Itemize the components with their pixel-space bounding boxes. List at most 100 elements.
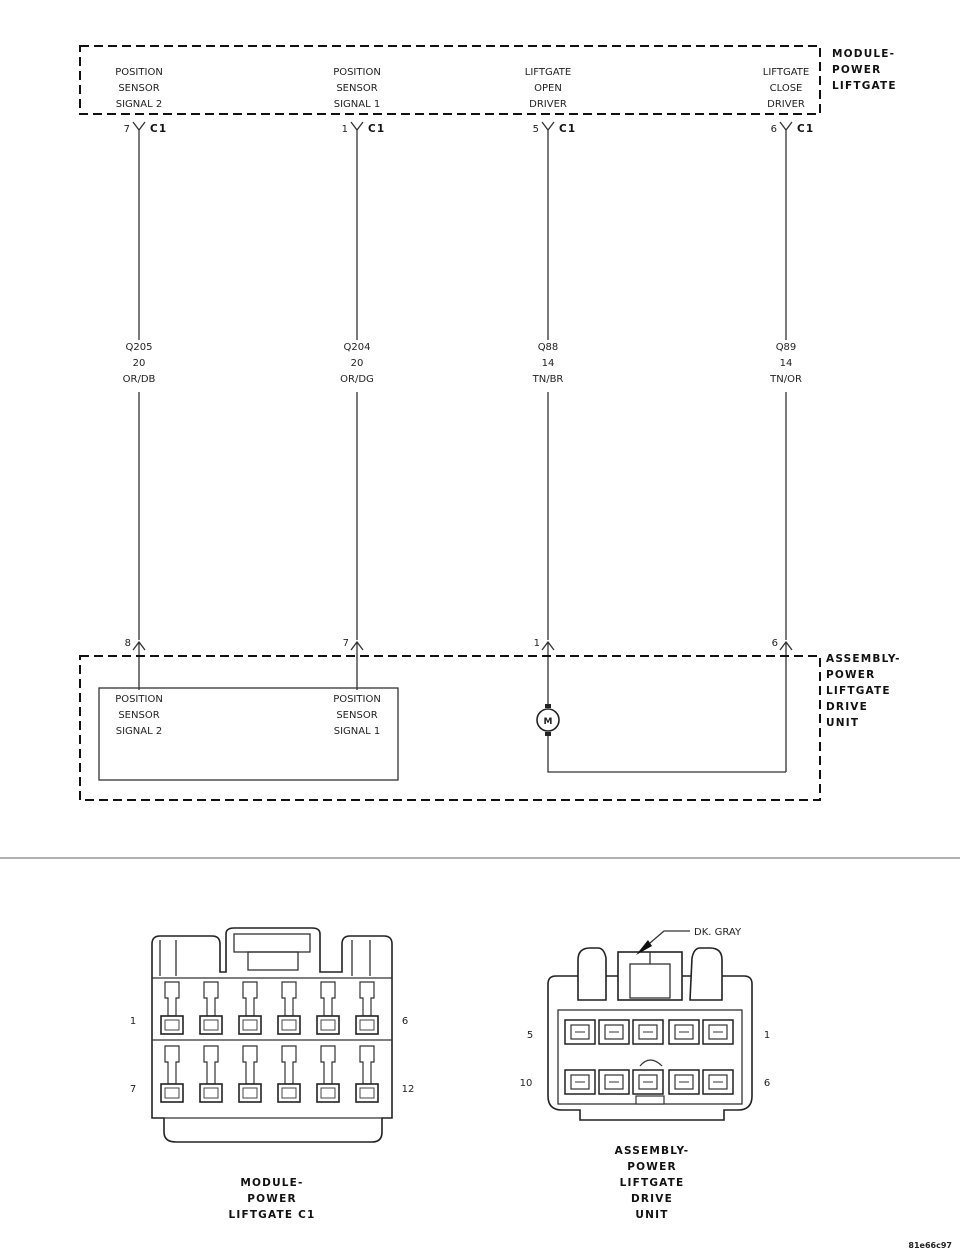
cavity-inner	[281, 1019, 297, 1031]
cavity-inner	[281, 1087, 297, 1099]
module-name-line-2: POWER	[832, 64, 881, 76]
pin-number: 6	[772, 638, 778, 649]
wire-color: OR/DG	[340, 374, 374, 385]
pin-number: 7	[124, 124, 130, 135]
motor-terminal-top	[545, 704, 551, 708]
pin-label-7: 7	[130, 1084, 136, 1095]
module-pin-label-text: DRIVER	[767, 99, 805, 110]
connector-pin-symbol	[779, 121, 793, 136]
cavity	[632, 1019, 664, 1045]
module-c1-connector-view: 1 6 7 12	[130, 927, 415, 1143]
module-pin-label-text: LIFTGATE	[763, 67, 809, 78]
housing-tab	[577, 947, 607, 1001]
drive-unit-connector-view: DK. GRAY 5 1 10 6	[520, 927, 770, 1121]
wire-label-q89: Q89 14 TN/OR	[769, 342, 802, 385]
motor-symbol: M	[536, 704, 560, 736]
module-pin-label-text: CLOSE	[770, 83, 803, 94]
connector-pin-symbol	[132, 640, 146, 690]
drive-unit-title-line-3: LIFTGATE	[620, 1177, 685, 1189]
drive-unit-name-line-5: UNIT	[826, 717, 859, 729]
cavity	[632, 1069, 664, 1095]
module-power-liftgate-box	[79, 45, 821, 115]
wire-label-q204: Q204 20 OR/DG	[340, 342, 374, 385]
wire-circuit: Q88	[538, 342, 559, 353]
cavity-inner	[164, 1019, 180, 1031]
drive-unit-name-line-3: LIFTGATE	[826, 685, 891, 697]
connector-housing	[151, 927, 393, 1143]
module-pin-label-text: SIGNAL 1	[334, 99, 380, 110]
drive-unit-name-line-1: ASSEMBLY-	[826, 653, 901, 665]
drive-unit-pin-6: 6	[772, 638, 793, 772]
module-c1-title-line-1: MODULE-	[240, 1177, 303, 1189]
drive-unit-title-line-2: POWER	[627, 1161, 676, 1173]
wire-gauge: 14	[542, 358, 555, 369]
module-pin-label-text: SIGNAL 2	[116, 99, 162, 110]
module-name-line-1: MODULE-	[832, 48, 895, 60]
drive-unit-box	[79, 655, 821, 801]
connector-id: C1	[150, 123, 167, 135]
connector-cavities	[160, 981, 379, 1103]
module-pin-label-text: POSITION	[115, 67, 163, 78]
pin-label-12: 12	[402, 1084, 415, 1095]
cavity-key	[639, 1059, 663, 1067]
color-callout: DK. GRAY	[694, 927, 742, 938]
sensor-label-text: POSITION	[115, 694, 163, 705]
module-pin-label-text: POSITION	[333, 67, 381, 78]
module-connector-pin-2: 1 C1	[342, 121, 385, 136]
cavity-inner	[164, 1087, 180, 1099]
module-pin-label-3: LIFTGATE OPEN DRIVER	[525, 67, 571, 110]
drive-unit-pin-7: 7	[343, 638, 364, 690]
arrow-icon	[636, 940, 652, 955]
motor-return-wire	[547, 736, 786, 773]
module-c1-title-line-2: POWER	[247, 1193, 296, 1205]
wire-gauge: 20	[133, 358, 146, 369]
wire-color: TN/BR	[532, 374, 564, 385]
connector-pin-symbol	[779, 640, 793, 772]
module-connector-pin-3: 5 C1	[533, 121, 576, 136]
pin-label-1: 1	[130, 1016, 136, 1027]
motor-label: M	[544, 717, 553, 727]
wire-color: TN/OR	[769, 374, 802, 385]
wire-label-q88: Q88 14 TN/BR	[532, 342, 564, 385]
cavity-inner	[203, 1019, 219, 1031]
module-name-line-3: LIFTGATE	[832, 80, 897, 92]
cavity-inner	[320, 1019, 336, 1031]
module-pin-label-text: SENSOR	[336, 83, 377, 94]
module-connector-pin-4: 6 C1	[771, 121, 813, 136]
cavity-inner	[359, 1087, 375, 1099]
sensor-label-signal-1: POSITION SENSOR SIGNAL 1	[333, 694, 381, 737]
pin-label-6: 6	[402, 1016, 408, 1027]
sensor-label-text: SIGNAL 2	[116, 726, 162, 737]
connector-id: C1	[559, 123, 576, 135]
sensor-label-text: SIGNAL 1	[334, 726, 380, 737]
cavity-inner	[359, 1019, 375, 1031]
wire-circuit: Q204	[344, 342, 371, 353]
module-pin-label-1: POSITION SENSOR SIGNAL 2	[115, 67, 163, 110]
cavity-inner	[242, 1087, 258, 1099]
wire-gauge: 14	[780, 358, 793, 369]
pin-number: 1	[342, 124, 348, 135]
pin-label-1: 1	[764, 1030, 770, 1041]
wire-color: OR/DB	[123, 374, 156, 385]
connector-pin-symbol	[132, 121, 146, 136]
pin-number: 7	[343, 638, 349, 649]
module-pin-label-2: POSITION SENSOR SIGNAL 1	[333, 67, 381, 110]
connector-pin-symbol	[541, 121, 555, 136]
drive-unit-pin-1: 1	[534, 638, 555, 706]
motor-circle	[536, 708, 560, 732]
sensor-label-text: SENSOR	[336, 710, 377, 721]
pin-number: 6	[771, 124, 777, 135]
sensor-label-text: POSITION	[333, 694, 381, 705]
module-c1-title-line-3: LIFTGATE C1	[228, 1209, 315, 1221]
connector-pin-symbol	[541, 640, 555, 706]
wire-circuit: Q89	[776, 342, 797, 353]
sensor-label-signal-2: POSITION SENSOR SIGNAL 2	[115, 694, 163, 737]
drive-unit-title-line-5: UNIT	[635, 1209, 668, 1221]
motor-terminal-bottom	[545, 732, 551, 736]
callout-leader	[649, 930, 690, 944]
connector-id: C1	[368, 123, 385, 135]
pin-number: 5	[533, 124, 539, 135]
drive-unit-title-line-1: ASSEMBLY-	[615, 1145, 690, 1157]
pin-number: 1	[534, 638, 540, 649]
cavity-key	[635, 1095, 665, 1105]
